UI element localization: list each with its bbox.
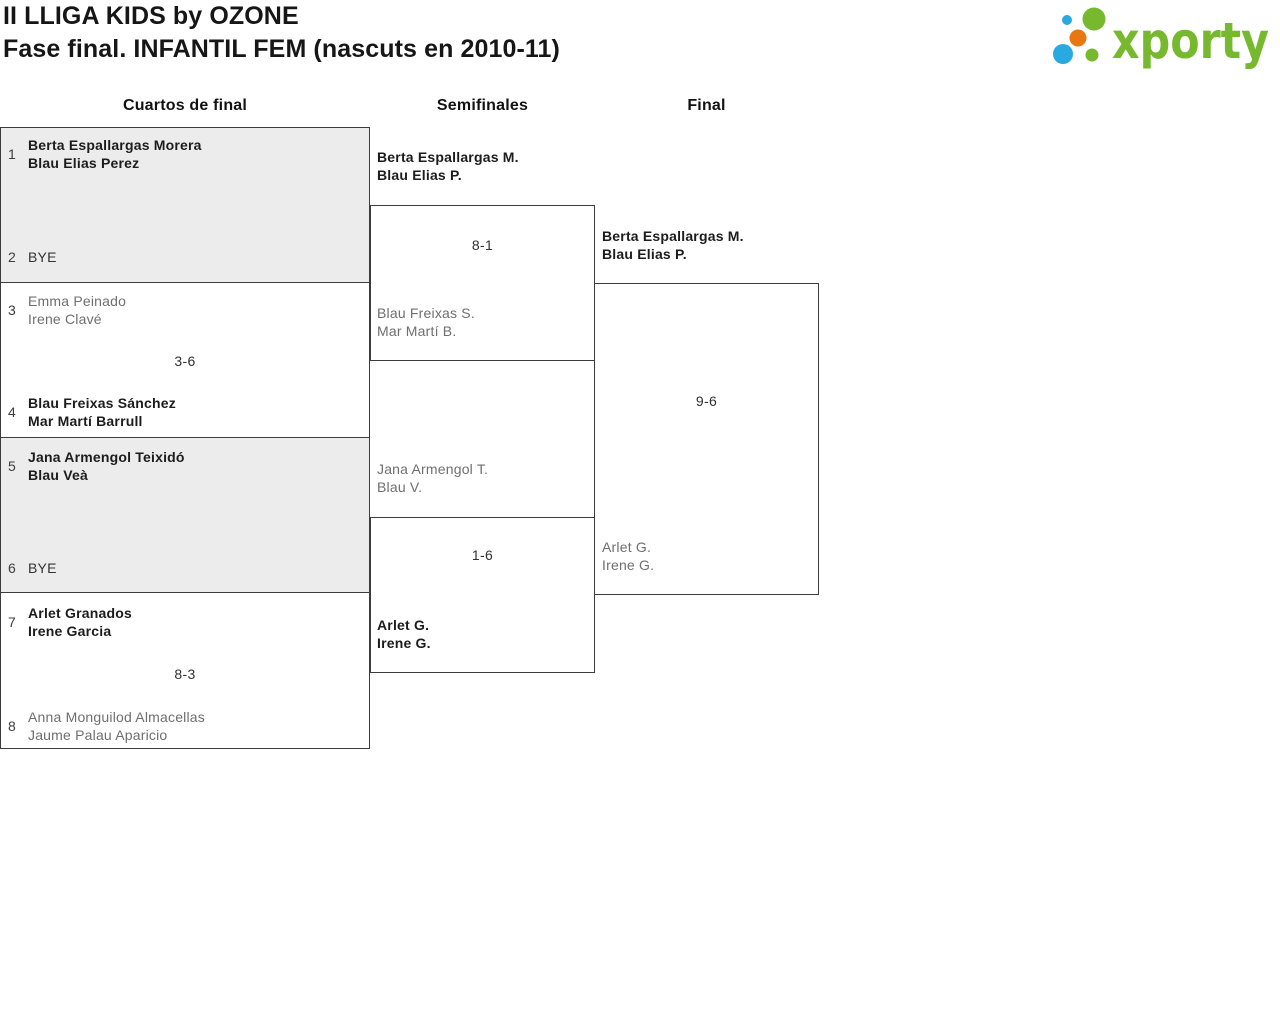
logo-dot-orange	[1069, 29, 1087, 47]
pair-names: Blau Freixas Sánchez Mar Martí Barrull	[28, 394, 176, 430]
score-sf-match2: 1-6	[471, 547, 494, 563]
player-name: Jana Armengol Teixidó	[28, 449, 185, 465]
logo-dot-green-small	[1085, 48, 1099, 62]
score-qf-match2: 3-6	[174, 353, 196, 369]
player-name: Blau Elias P.	[602, 246, 687, 262]
player-name: Blau Freixas Sánchez	[28, 395, 176, 411]
player-name: Berta Espallargas Morera	[28, 137, 202, 153]
player-name: Blau Freixas S.	[377, 305, 475, 321]
seed-number: 5	[8, 458, 16, 474]
player-name: Emma Peinado	[28, 293, 127, 309]
player-name: Irene Clavé	[28, 311, 102, 327]
seed-number: 2	[8, 249, 16, 265]
sf-entry-3: Jana Armengol T. Blau V.	[377, 460, 488, 496]
phase-subtitle: Fase final. INFANTIL FEM (nascuts en 201…	[3, 35, 560, 63]
match-box-qf1	[0, 127, 370, 283]
match-box-qf4	[0, 592, 370, 749]
pair-names: BYE	[28, 248, 57, 266]
sf-entry-2: Blau Freixas S. Mar Martí B.	[377, 304, 475, 340]
qf-entry-seed4: 4 Blau Freixas Sánchez Mar Martí Barrull	[8, 394, 176, 430]
pair-names: Berta Espallargas M. Blau Elias P.	[377, 148, 519, 184]
seed-number: 3	[8, 302, 16, 318]
player-name: Mar Martí B.	[377, 323, 457, 339]
player-name: Irene G.	[602, 557, 655, 573]
qf-entry-seed5: 5 Jana Armengol Teixidó Blau Veà	[8, 448, 185, 484]
pair-names: Arlet Granados Irene Garcia	[28, 604, 132, 640]
player-name: Berta Espallargas M.	[602, 228, 744, 244]
qf-entry-seed6: 6 BYE	[8, 559, 57, 577]
player-name: Irene Garcia	[28, 623, 112, 639]
match-box-sf2	[370, 517, 595, 673]
xporty-logo[interactable]: xporty	[1050, 6, 1272, 72]
player-name: Blau Elias Perez	[28, 155, 140, 171]
logo-dot-blue-small	[1062, 15, 1072, 25]
qf-entry-seed7: 7 Arlet Granados Irene Garcia	[8, 604, 132, 640]
score-final: 9-6	[695, 393, 718, 409]
sf-entry-4: Arlet G. Irene G.	[377, 616, 431, 652]
seed-number: 7	[8, 614, 16, 630]
pair-names: Arlet G. Irene G.	[377, 616, 431, 652]
pair-names: Anna Monguilod Almacellas Jaume Palau Ap…	[28, 708, 205, 744]
player-name: Anna Monguilod Almacellas	[28, 709, 205, 725]
page-title: II LLIGA KIDS by OZONE Fase final. INFAN…	[3, 0, 560, 66]
match-box-final	[594, 283, 819, 595]
logo-dot-blue-large	[1053, 44, 1073, 64]
player-name: Jaume Palau Aparicio	[28, 727, 168, 743]
score-sf-match1: 8-1	[471, 237, 494, 253]
tournament-title: II LLIGA KIDS by OZONE	[3, 2, 299, 30]
player-name: Arlet Granados	[28, 605, 132, 621]
qf-entry-seed3: 3 Emma Peinado Irene Clavé	[8, 292, 126, 328]
pair-names: Berta Espallargas Morera Blau Elias Pere…	[28, 136, 202, 172]
bye-label: BYE	[28, 560, 57, 576]
round-header-final: Final	[687, 97, 726, 114]
seed-number: 8	[8, 718, 16, 734]
player-name: Arlet G.	[602, 539, 652, 555]
pair-names: Jana Armengol T. Blau V.	[377, 460, 488, 496]
player-name: Berta Espallargas M.	[377, 149, 519, 165]
pair-names: Jana Armengol Teixidó Blau Veà	[28, 448, 185, 484]
round-header-quarterfinals: Cuartos de final	[122, 97, 248, 114]
match-box-qf3	[0, 437, 370, 593]
qf-entry-seed1: 1 Berta Espallargas Morera Blau Elias Pe…	[8, 136, 202, 172]
logo-dot-green-large	[1082, 7, 1106, 31]
seed-number: 1	[8, 146, 16, 162]
seed-number: 6	[8, 560, 16, 576]
qf-entry-seed8: 8 Anna Monguilod Almacellas Jaume Palau …	[8, 708, 205, 744]
pair-names: Arlet G. Irene G.	[602, 538, 654, 574]
bye-label: BYE	[28, 249, 57, 265]
logo-dots-icon	[1053, 7, 1106, 64]
pair-names: Emma Peinado Irene Clavé	[28, 292, 126, 328]
player-name: Jana Armengol T.	[377, 461, 489, 477]
player-name: Mar Martí Barrull	[28, 413, 143, 429]
final-entry-2: Arlet G. Irene G.	[602, 538, 654, 574]
pair-names: Blau Freixas S. Mar Martí B.	[377, 304, 475, 340]
pair-names: BYE	[28, 559, 57, 577]
player-name: Blau Veà	[28, 467, 88, 483]
player-name: Arlet G.	[377, 617, 430, 633]
logo-wordmark: xporty	[1112, 12, 1269, 70]
score-qf-match4: 8-3	[174, 666, 196, 682]
player-name: Blau V.	[377, 479, 423, 495]
pair-names: Berta Espallargas M. Blau Elias P.	[602, 227, 744, 263]
qf-entry-seed2: 2 BYE	[8, 248, 57, 266]
seed-number: 4	[8, 404, 16, 420]
sf-entry-1: Berta Espallargas M. Blau Elias P.	[377, 148, 519, 184]
final-entry-1: Berta Espallargas M. Blau Elias P.	[602, 227, 744, 263]
round-header-semifinals: Semifinales	[436, 97, 529, 114]
player-name: Blau Elias P.	[377, 167, 462, 183]
player-name: Irene G.	[377, 635, 431, 651]
